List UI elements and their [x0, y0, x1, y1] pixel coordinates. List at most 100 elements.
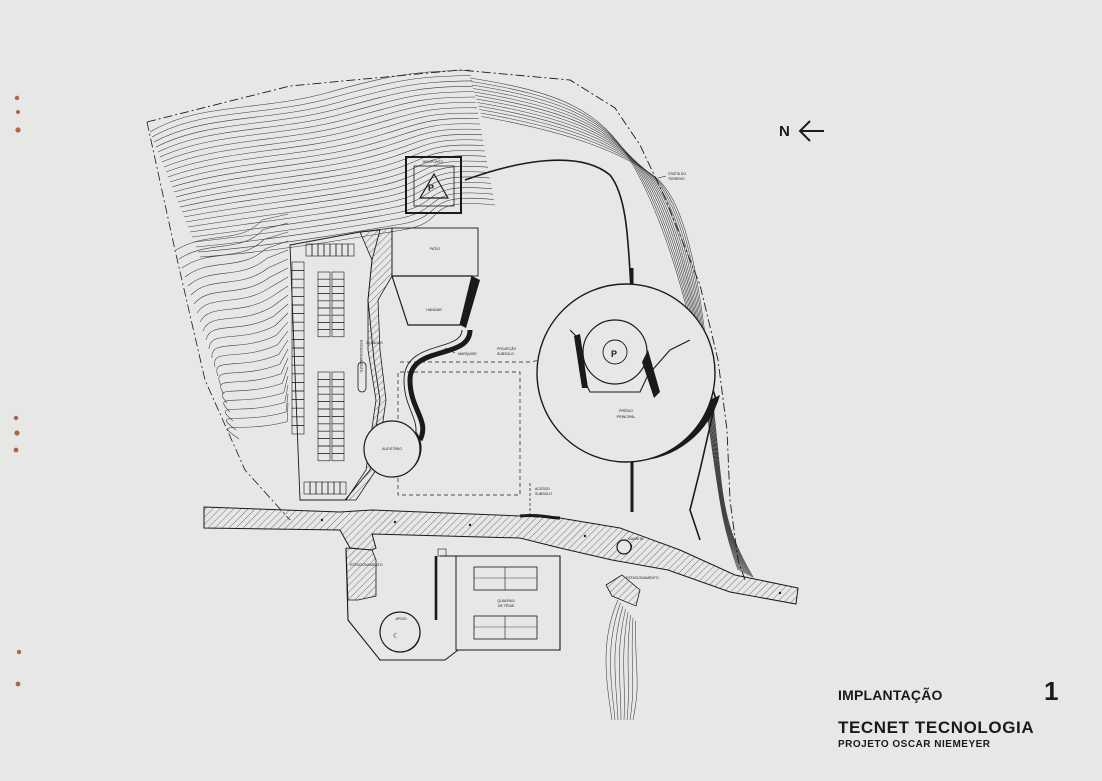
parking-stall — [305, 243, 313, 257]
contour-line — [227, 402, 289, 440]
terrain-contours — [149, 69, 754, 721]
parking-stall — [291, 407, 305, 418]
lower-parking — [345, 547, 377, 601]
contour-line — [187, 171, 490, 228]
parking-stall — [317, 379, 331, 388]
parking-stall — [291, 278, 305, 289]
contour-line — [196, 276, 289, 314]
parking-stall — [331, 371, 345, 380]
parking-stall — [331, 430, 345, 439]
contour-line — [619, 608, 626, 721]
contour-line — [216, 339, 289, 377]
parking-stall — [331, 438, 345, 447]
contour-line — [169, 123, 481, 183]
contour-line — [477, 102, 749, 576]
marquise — [407, 329, 473, 442]
main-building: P PRÉDIO PRINCIPAL — [536, 268, 720, 512]
label-estac-right: ESTACIONAMENTO — [626, 576, 659, 580]
contour-line — [475, 95, 746, 574]
contour-line — [476, 98, 747, 575]
contour-line — [173, 134, 483, 193]
contour-line — [149, 69, 471, 133]
parking-stall — [331, 314, 345, 323]
label-patio: PATIO — [430, 247, 440, 251]
parking-stall — [291, 390, 305, 400]
label-quadras-1: QUADRAS — [497, 599, 515, 603]
contour-line — [224, 384, 289, 422]
parking-stall — [317, 430, 331, 439]
contour-line — [171, 128, 482, 188]
contour-line — [480, 112, 753, 578]
parking-stall — [317, 401, 331, 410]
contour-line — [157, 91, 475, 153]
contour-line — [211, 321, 289, 359]
parking-stall — [303, 481, 311, 495]
parking-stall — [317, 322, 331, 330]
auditorium: AUDITÓRIO — [363, 420, 422, 478]
parking-stall — [317, 438, 331, 447]
contour-line — [195, 192, 494, 248]
label-guarita: GUARITA — [628, 537, 644, 541]
parking-stall — [321, 481, 329, 495]
label-acesso-1: ACESSO — [535, 487, 550, 491]
parking-stall — [329, 243, 337, 257]
contour-line — [221, 366, 289, 404]
parking-stall — [339, 481, 347, 495]
parking-stall — [323, 243, 331, 257]
contour-line — [175, 213, 289, 251]
parking-stall — [317, 453, 331, 462]
parking-stall — [311, 243, 319, 257]
parking-stall — [291, 399, 305, 409]
sheet-number: 1 — [1044, 676, 1059, 706]
parking-stall — [317, 243, 325, 257]
contour-line — [165, 112, 479, 173]
north-arrow-icon — [798, 120, 824, 142]
parking-stall — [317, 278, 331, 287]
parking-stall — [291, 425, 305, 435]
contour-line — [220, 357, 289, 395]
parking-stall — [291, 321, 305, 332]
contour-line — [187, 249, 289, 287]
contour-line — [175, 139, 484, 198]
parking-stall — [291, 261, 305, 271]
road-direction-arrows — [320, 518, 782, 595]
parking-stall — [291, 364, 305, 375]
parking-stall — [331, 286, 345, 294]
parking-stall — [331, 393, 345, 402]
support-building: APOIO ☾ — [379, 611, 421, 653]
contour-line — [161, 102, 477, 163]
contour-line — [193, 267, 289, 305]
parking-stall — [331, 293, 345, 302]
parking-stall — [291, 313, 305, 323]
parking-stall — [291, 416, 305, 426]
parking-stall — [331, 453, 345, 462]
parking-stall — [317, 408, 331, 417]
parking-stall — [317, 393, 331, 402]
contour-line — [473, 88, 743, 573]
contour-line — [190, 258, 289, 296]
rust-marks — [13, 95, 22, 687]
contour-line — [183, 160, 488, 218]
parking-stall — [331, 271, 345, 280]
contour-line — [155, 85, 474, 148]
contour-line — [471, 81, 740, 571]
parking-stall — [331, 408, 345, 417]
parking-stall — [331, 379, 345, 388]
contour-line — [629, 617, 634, 721]
heliport: P HELIPONTO — [405, 156, 462, 214]
patio-area — [391, 227, 479, 277]
parking-stall — [315, 481, 323, 495]
parking-stall — [291, 296, 305, 306]
parking-stall — [317, 445, 331, 454]
contour-line — [226, 393, 289, 431]
contour-line — [179, 150, 486, 208]
parking-stall — [291, 287, 305, 297]
contour-line — [151, 75, 472, 138]
contour-line — [223, 375, 289, 413]
label-apoio: APOIO — [395, 617, 406, 621]
parking-stall — [317, 271, 331, 280]
parking-stall — [317, 371, 331, 380]
tennis-courts: QUADRAS DE TÊNIS — [455, 555, 561, 651]
north-label: N — [779, 123, 790, 140]
